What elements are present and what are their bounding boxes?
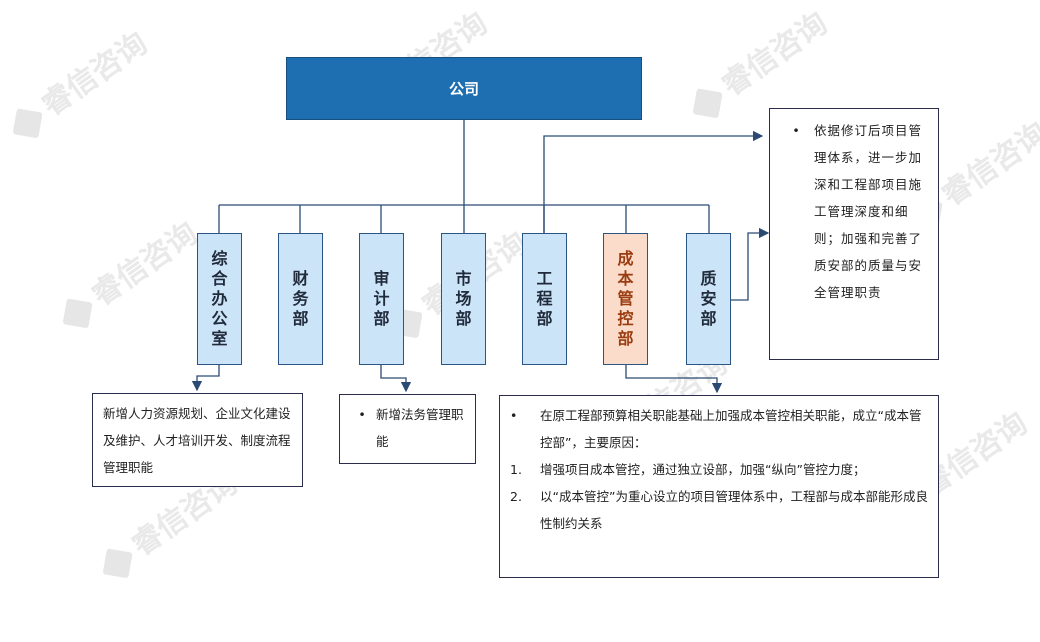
dept-label-char: 管: [617, 289, 634, 308]
dept-label: 成本管控部: [617, 249, 633, 349]
dept-safety: 质安部: [686, 233, 731, 365]
dept-audit: 审计部: [359, 233, 404, 365]
company-label: 公司: [448, 80, 479, 98]
cost-item-text: 以“成本管控”为重心设立的项目管理体系中，工程部与成本部能形成良性制约关系: [540, 489, 928, 531]
dept-label-char: 程: [536, 289, 553, 308]
safety-arrow: [731, 227, 770, 301]
dept-label-char: 本: [617, 269, 634, 288]
dept-label-char: 部: [292, 309, 309, 328]
dept-cost-control: 成本管控部: [603, 233, 648, 365]
dept-label-char: 成: [617, 249, 634, 268]
dept-label-char: 部: [700, 309, 717, 328]
admin-note: 新增人力资源规划、企业文化建设及维护、人才培训开发、制度流程管理职能: [92, 393, 303, 487]
dept-label: 质安部: [700, 269, 716, 329]
dept-label-char: 部: [373, 309, 390, 328]
dept-label-char: 财: [292, 269, 309, 288]
cost-item-text: 增强项目成本管控，通过独立设部，加强“纵向”管控力度；: [540, 462, 866, 477]
bullet: •: [510, 408, 518, 423]
dept-label-char: 安: [700, 289, 717, 308]
dept-admin: 综合办公室: [197, 233, 242, 365]
dept-label-char: 综: [211, 249, 228, 268]
dept-label: 市场部: [455, 269, 471, 329]
safety-note: • 依据修订后项目管理体系，进一步加深和工程部项目施工管理深度和细则；加强和完善…: [769, 108, 939, 360]
audit-note: • 新增法务管理职能: [339, 394, 476, 464]
item-number: 1.: [510, 462, 522, 477]
engineering-arrow: [543, 130, 764, 233]
dept-label-char: 市: [455, 269, 472, 288]
dept-label: 财务部: [292, 269, 308, 329]
dept-label-char: 审: [373, 269, 390, 288]
dept-label: 审计部: [373, 269, 389, 329]
company-box: 公司: [286, 57, 642, 120]
dept-label-char: 公: [211, 309, 228, 328]
safety-note-text: 依据修订后项目管理体系，进一步加深和工程部项目施工管理深度和细则；加强和完善了质…: [814, 123, 923, 300]
cost-arrow: [625, 365, 723, 394]
dept-label-char: 计: [373, 289, 390, 308]
dept-label-char: 部: [617, 329, 634, 348]
audit-arrow: [380, 365, 412, 393]
dept-label-char: 质: [700, 269, 717, 288]
admin-note-text: 新增人力资源规划、企业文化建设及维护、人才培训开发、制度流程管理职能: [103, 406, 291, 475]
dept-label-char: 部: [536, 309, 553, 328]
dept-engineering: 工程部: [522, 233, 567, 365]
dept-label: 工程部: [536, 269, 552, 329]
item-number: 2.: [510, 489, 522, 504]
dept-market: 市场部: [441, 233, 486, 365]
dept-label: 综合办公室: [211, 249, 227, 349]
dept-label-char: 务: [292, 289, 309, 308]
dept-label-char: 合: [211, 269, 228, 288]
dept-label-char: 场: [455, 289, 472, 308]
audit-note-text: 新增法务管理职能: [376, 407, 464, 449]
dept-finance: 财务部: [278, 233, 323, 365]
cost-note: • 在原工程部预算相关职能基础上加强成本管控相关职能，成立“成本管控部”，主要原…: [499, 395, 939, 578]
dept-label-char: 工: [536, 269, 553, 288]
dept-label-char: 室: [211, 329, 228, 348]
admin-arrow: [191, 365, 220, 392]
cost-intro-text: 在原工程部预算相关职能基础上加强成本管控相关职能，成立“成本管控部”，主要原因：: [540, 408, 922, 450]
bullet: •: [358, 407, 366, 422]
dept-label-char: 部: [455, 309, 472, 328]
dept-label-char: 办: [211, 289, 228, 308]
bullet: •: [792, 123, 800, 138]
dept-label-char: 控: [617, 309, 634, 328]
